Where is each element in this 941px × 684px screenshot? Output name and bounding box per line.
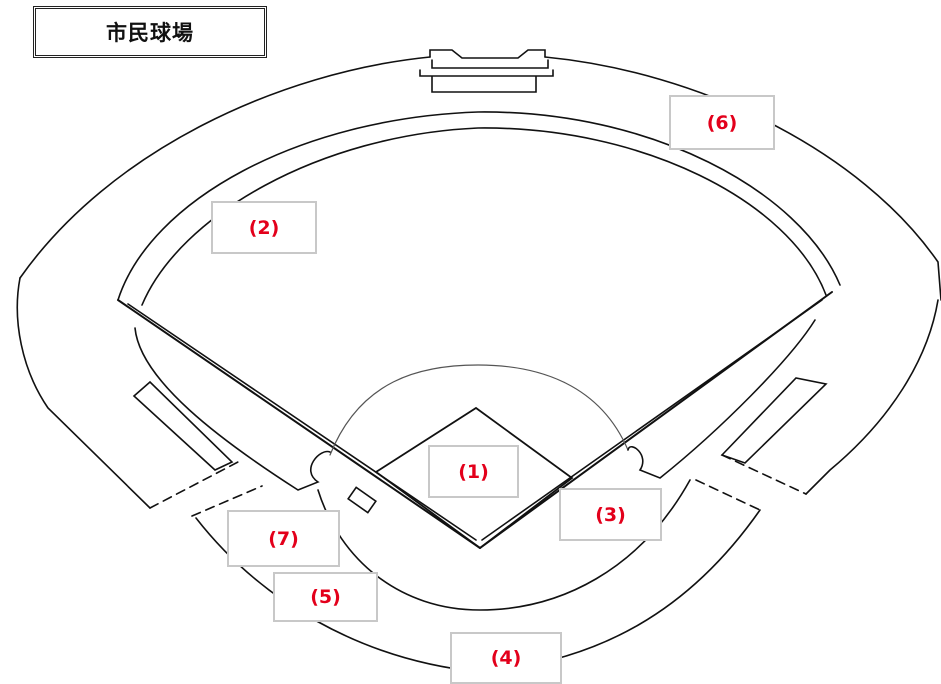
left-stand <box>132 380 234 471</box>
right-stand <box>720 377 828 464</box>
zone-7-label[interactable]: (7) <box>227 510 340 567</box>
entrance-left-2 <box>191 485 263 517</box>
entrance-left-1 <box>149 461 239 509</box>
entrance-right-2 <box>695 479 761 511</box>
infield-arc <box>329 364 629 456</box>
zone-5-label[interactable]: (5) <box>273 572 378 622</box>
infield-diamond <box>374 406 574 550</box>
inner-stand-wall <box>117 111 841 301</box>
zone-1-label[interactable]: (1) <box>428 445 519 498</box>
outer-wall <box>19 56 941 301</box>
left-foul-line <box>117 299 481 549</box>
scoreboard <box>419 49 554 93</box>
outer-wall-left-side <box>16 277 151 509</box>
right-bullpen <box>627 319 816 479</box>
page-title: 市民球場 <box>33 6 267 58</box>
zone-4-label[interactable]: (4) <box>450 632 562 684</box>
zone-2-label[interactable]: (2) <box>211 201 317 254</box>
zone-3-label[interactable]: (3) <box>559 488 662 541</box>
home-dugout-box <box>347 486 377 514</box>
outer-wall-right-side <box>805 299 939 495</box>
right-foul-line-2 <box>481 299 823 541</box>
outfield-fence <box>141 127 827 306</box>
entrance-right-1 <box>721 454 807 495</box>
zone-6-label[interactable]: (6) <box>669 95 775 150</box>
foul-territory-line <box>317 479 691 611</box>
left-bullpen <box>134 327 331 491</box>
left-foul-line-2 <box>127 303 477 541</box>
